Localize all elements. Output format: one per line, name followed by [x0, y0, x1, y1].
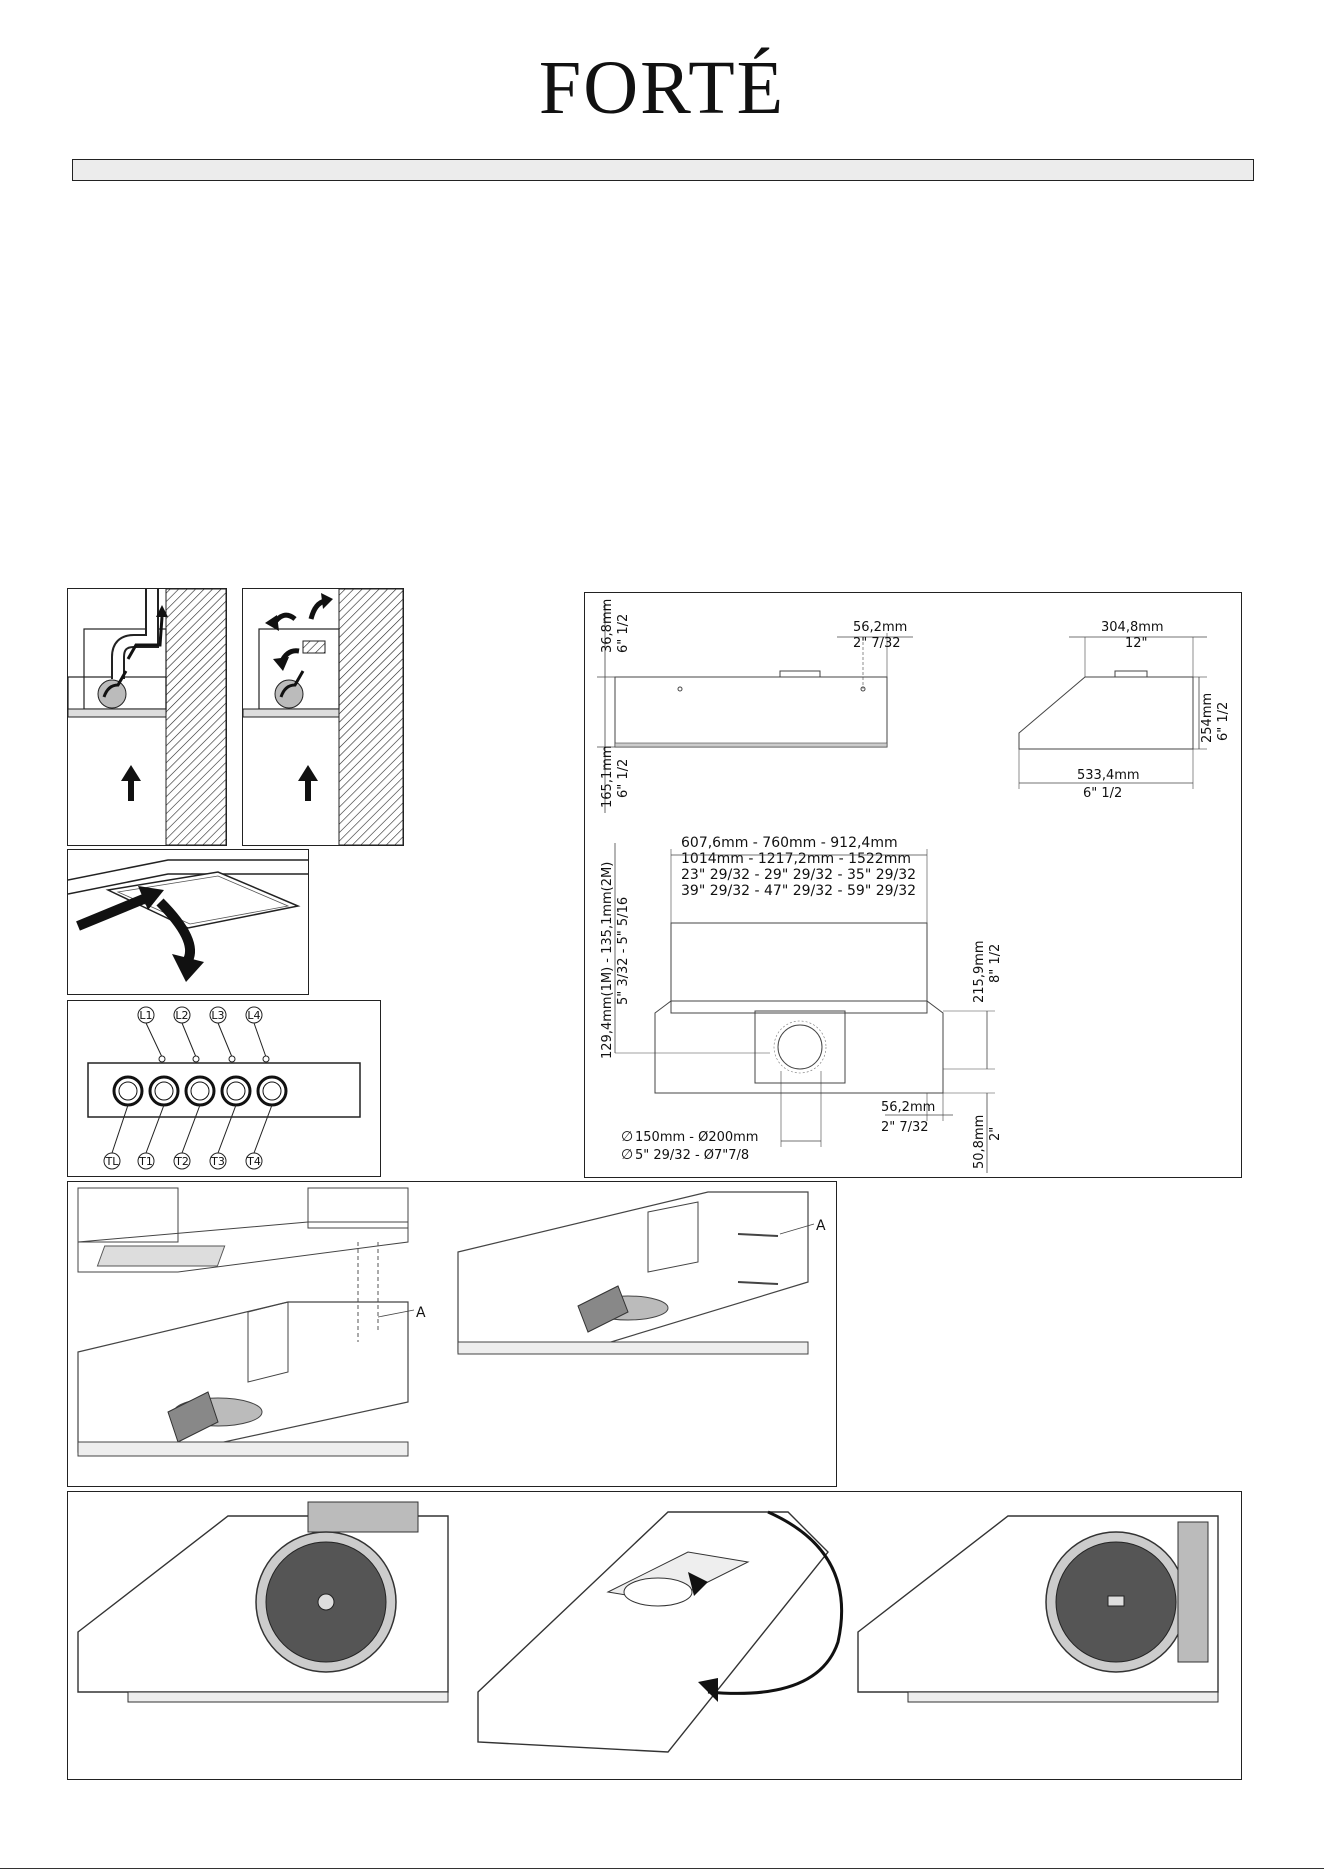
ducted-airflow-panel: [67, 588, 227, 846]
svg-text:8" 1/2: 8" 1/2: [988, 944, 1003, 983]
svg-text:2" 7/32: 2" 7/32: [853, 636, 901, 651]
light-indicator-l2: L2: [173, 1006, 200, 1063]
blower-rotation-drawing: [77, 1501, 1219, 1753]
svg-text:∅: ∅: [621, 1129, 633, 1145]
svg-text:T3: T3: [210, 1155, 225, 1168]
svg-text:L2: L2: [175, 1009, 188, 1022]
svg-text:TL: TL: [105, 1155, 120, 1168]
svg-text:6" 1/2: 6" 1/2: [616, 759, 631, 798]
brand-logo: FORTÉ: [538, 46, 786, 130]
title-bar: [72, 159, 1254, 181]
svg-text:39" 29/32 - 47" 29/32 - 59: 39" 29/32 - 47" 29/32 - 59" 29/32: [681, 883, 916, 899]
svg-text:23" 29/32 - 29" 29/32 - 35: 23" 29/32 - 29" 29/32 - 35" 29/32: [681, 867, 916, 883]
svg-text:215,9mm: 215,9mm: [972, 940, 987, 1003]
svg-text:50,8mm: 50,8mm: [972, 1115, 987, 1169]
svg-text:129,4mm(1M) - 135,1mm(2M): 129,4mm(1M) - 135,1mm(2M): [600, 862, 615, 1059]
svg-text:2": 2": [988, 1127, 1003, 1141]
light-indicator-l1: L1: [137, 1006, 166, 1063]
recirculating-airflow-panel: [242, 588, 404, 846]
light-indicator-l3: L3: [209, 1006, 236, 1063]
svg-text:5" 3/32 - 5" 5/16: 5" 3/32 - 5" 5/16: [616, 897, 631, 1005]
filter-removal-panel: [67, 849, 309, 995]
button-t2[interactable]: T2: [173, 1075, 216, 1170]
svg-text:L4: L4: [247, 1009, 260, 1022]
page-bottom-rule: [0, 1868, 1324, 1869]
dimensions-drawing: 36,8mm 6" 1/2 165,1mm 6" 1/2 56,2mm 2" 7…: [597, 599, 1231, 1173]
svg-text:12": 12": [1125, 636, 1148, 651]
svg-text:36,8mm: 36,8mm: [600, 599, 615, 653]
installation-drawing: A A: [77, 1187, 826, 1457]
button-t4[interactable]: T4: [245, 1075, 288, 1170]
svg-text:254mm: 254mm: [1200, 693, 1215, 743]
recirculating-airflow-diagram: [243, 589, 403, 845]
svg-text:6" 1/2: 6" 1/2: [1083, 786, 1122, 801]
svg-text:∅: ∅: [621, 1147, 633, 1163]
svg-text:6" 1/2: 6" 1/2: [1216, 702, 1231, 741]
svg-text:5" 29/32 - Ø7"7/8: 5" 29/32 - Ø7"7/8: [635, 1148, 749, 1163]
svg-text:533,4mm: 533,4mm: [1077, 768, 1140, 783]
blower-rotation-panel: [67, 1491, 1242, 1780]
dimensions-panel: 36,8mm 6" 1/2 165,1mm 6" 1/2 56,2mm 2" 7…: [584, 592, 1242, 1178]
svg-text:607,6mm - 760mm - 912,4mm: 607,6mm - 760mm - 912,4mm: [681, 835, 898, 851]
svg-text:56,2mm: 56,2mm: [853, 620, 907, 635]
svg-text:T1: T1: [138, 1155, 153, 1168]
light-indicator-l4: L4: [245, 1006, 270, 1063]
svg-text:T2: T2: [174, 1155, 189, 1168]
button-tl[interactable]: TL: [103, 1075, 144, 1170]
installation-panel: A A: [67, 1181, 837, 1487]
svg-text:A: A: [416, 1305, 426, 1321]
svg-text:1014mm - 1217,2mm - 1522mm: 1014mm - 1217,2mm - 1522mm: [681, 851, 911, 867]
svg-text:56,2mm: 56,2mm: [881, 1100, 935, 1115]
svg-text:T4: T4: [246, 1155, 261, 1168]
svg-text:304,8mm: 304,8mm: [1101, 620, 1164, 635]
svg-text:L3: L3: [211, 1009, 224, 1022]
svg-text:2" 7/32: 2" 7/32: [881, 1120, 929, 1135]
button-t3[interactable]: T3: [209, 1075, 252, 1170]
svg-text:6" 1/2: 6" 1/2: [616, 614, 631, 653]
button-t1[interactable]: T1: [137, 1075, 180, 1170]
svg-text:L1: L1: [139, 1009, 152, 1022]
filter-removal-diagram: [68, 859, 308, 982]
svg-text:150mm - Ø200mm: 150mm - Ø200mm: [635, 1130, 758, 1145]
ducted-airflow-diagram: [68, 589, 226, 845]
svg-text:165,1mm: 165,1mm: [600, 745, 615, 808]
control-panel-diagram: L1 L2 L3 L4 TL T1 T2 T3 T4: [67, 1000, 381, 1177]
svg-text:A: A: [816, 1218, 826, 1234]
